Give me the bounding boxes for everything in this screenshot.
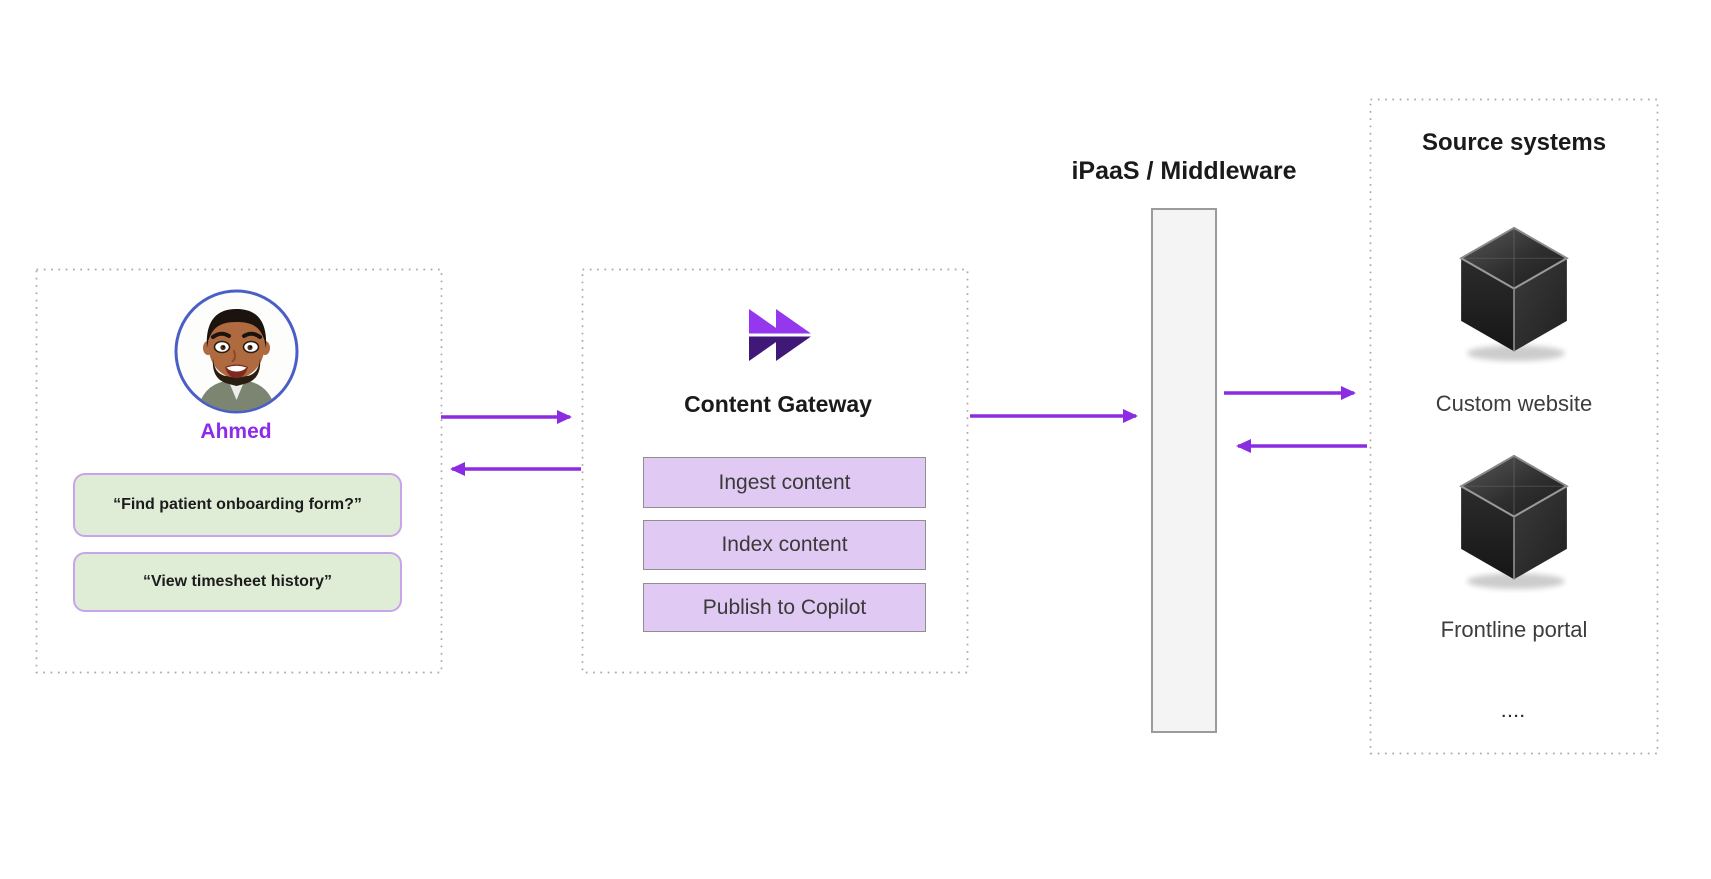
source-system-label-1: Custom website bbox=[1435, 391, 1593, 416]
man-avatar-icon bbox=[174, 289, 299, 414]
chat-bubble-text: “View timesheet history” bbox=[142, 573, 333, 590]
sources-title: Source systems bbox=[1421, 129, 1607, 156]
gateway-step-publish: Publish to Copilot bbox=[643, 583, 926, 632]
gateway-step-label: Index content bbox=[721, 533, 848, 556]
black-cube-icon bbox=[1455, 222, 1573, 365]
gateway-title: Content Gateway bbox=[684, 391, 872, 417]
middleware-label: iPaaS / Middleware bbox=[1071, 157, 1297, 185]
gateway-step-index: Index content bbox=[643, 520, 926, 570]
fast-forward-icon bbox=[749, 309, 811, 361]
source-system-icon-2 bbox=[1455, 450, 1573, 593]
sources-panel-border bbox=[1369, 98, 1659, 755]
gateway-step-ingest: Ingest content bbox=[643, 457, 926, 508]
user-name: Ahmed bbox=[200, 420, 272, 443]
gateway-logo bbox=[748, 308, 812, 362]
chat-bubble-text: “Find patient onboarding form?” bbox=[113, 496, 362, 513]
source-system-icon-1 bbox=[1455, 222, 1573, 365]
gateway-step-label: Publish to Copilot bbox=[702, 595, 867, 619]
gateway-step-label: Ingest content bbox=[718, 470, 851, 494]
black-cube-icon bbox=[1455, 450, 1573, 593]
sources-ellipsis: .... bbox=[1501, 704, 1527, 721]
user-panel-border bbox=[35, 268, 443, 674]
middleware-bar bbox=[1151, 208, 1217, 733]
source-system-label-2: Frontline portal bbox=[1440, 617, 1588, 642]
chat-bubble-query-2: “View timesheet history” bbox=[73, 552, 402, 612]
avatar bbox=[173, 288, 300, 415]
chat-bubble-query-1: “Find patient onboarding form?” bbox=[73, 473, 402, 537]
